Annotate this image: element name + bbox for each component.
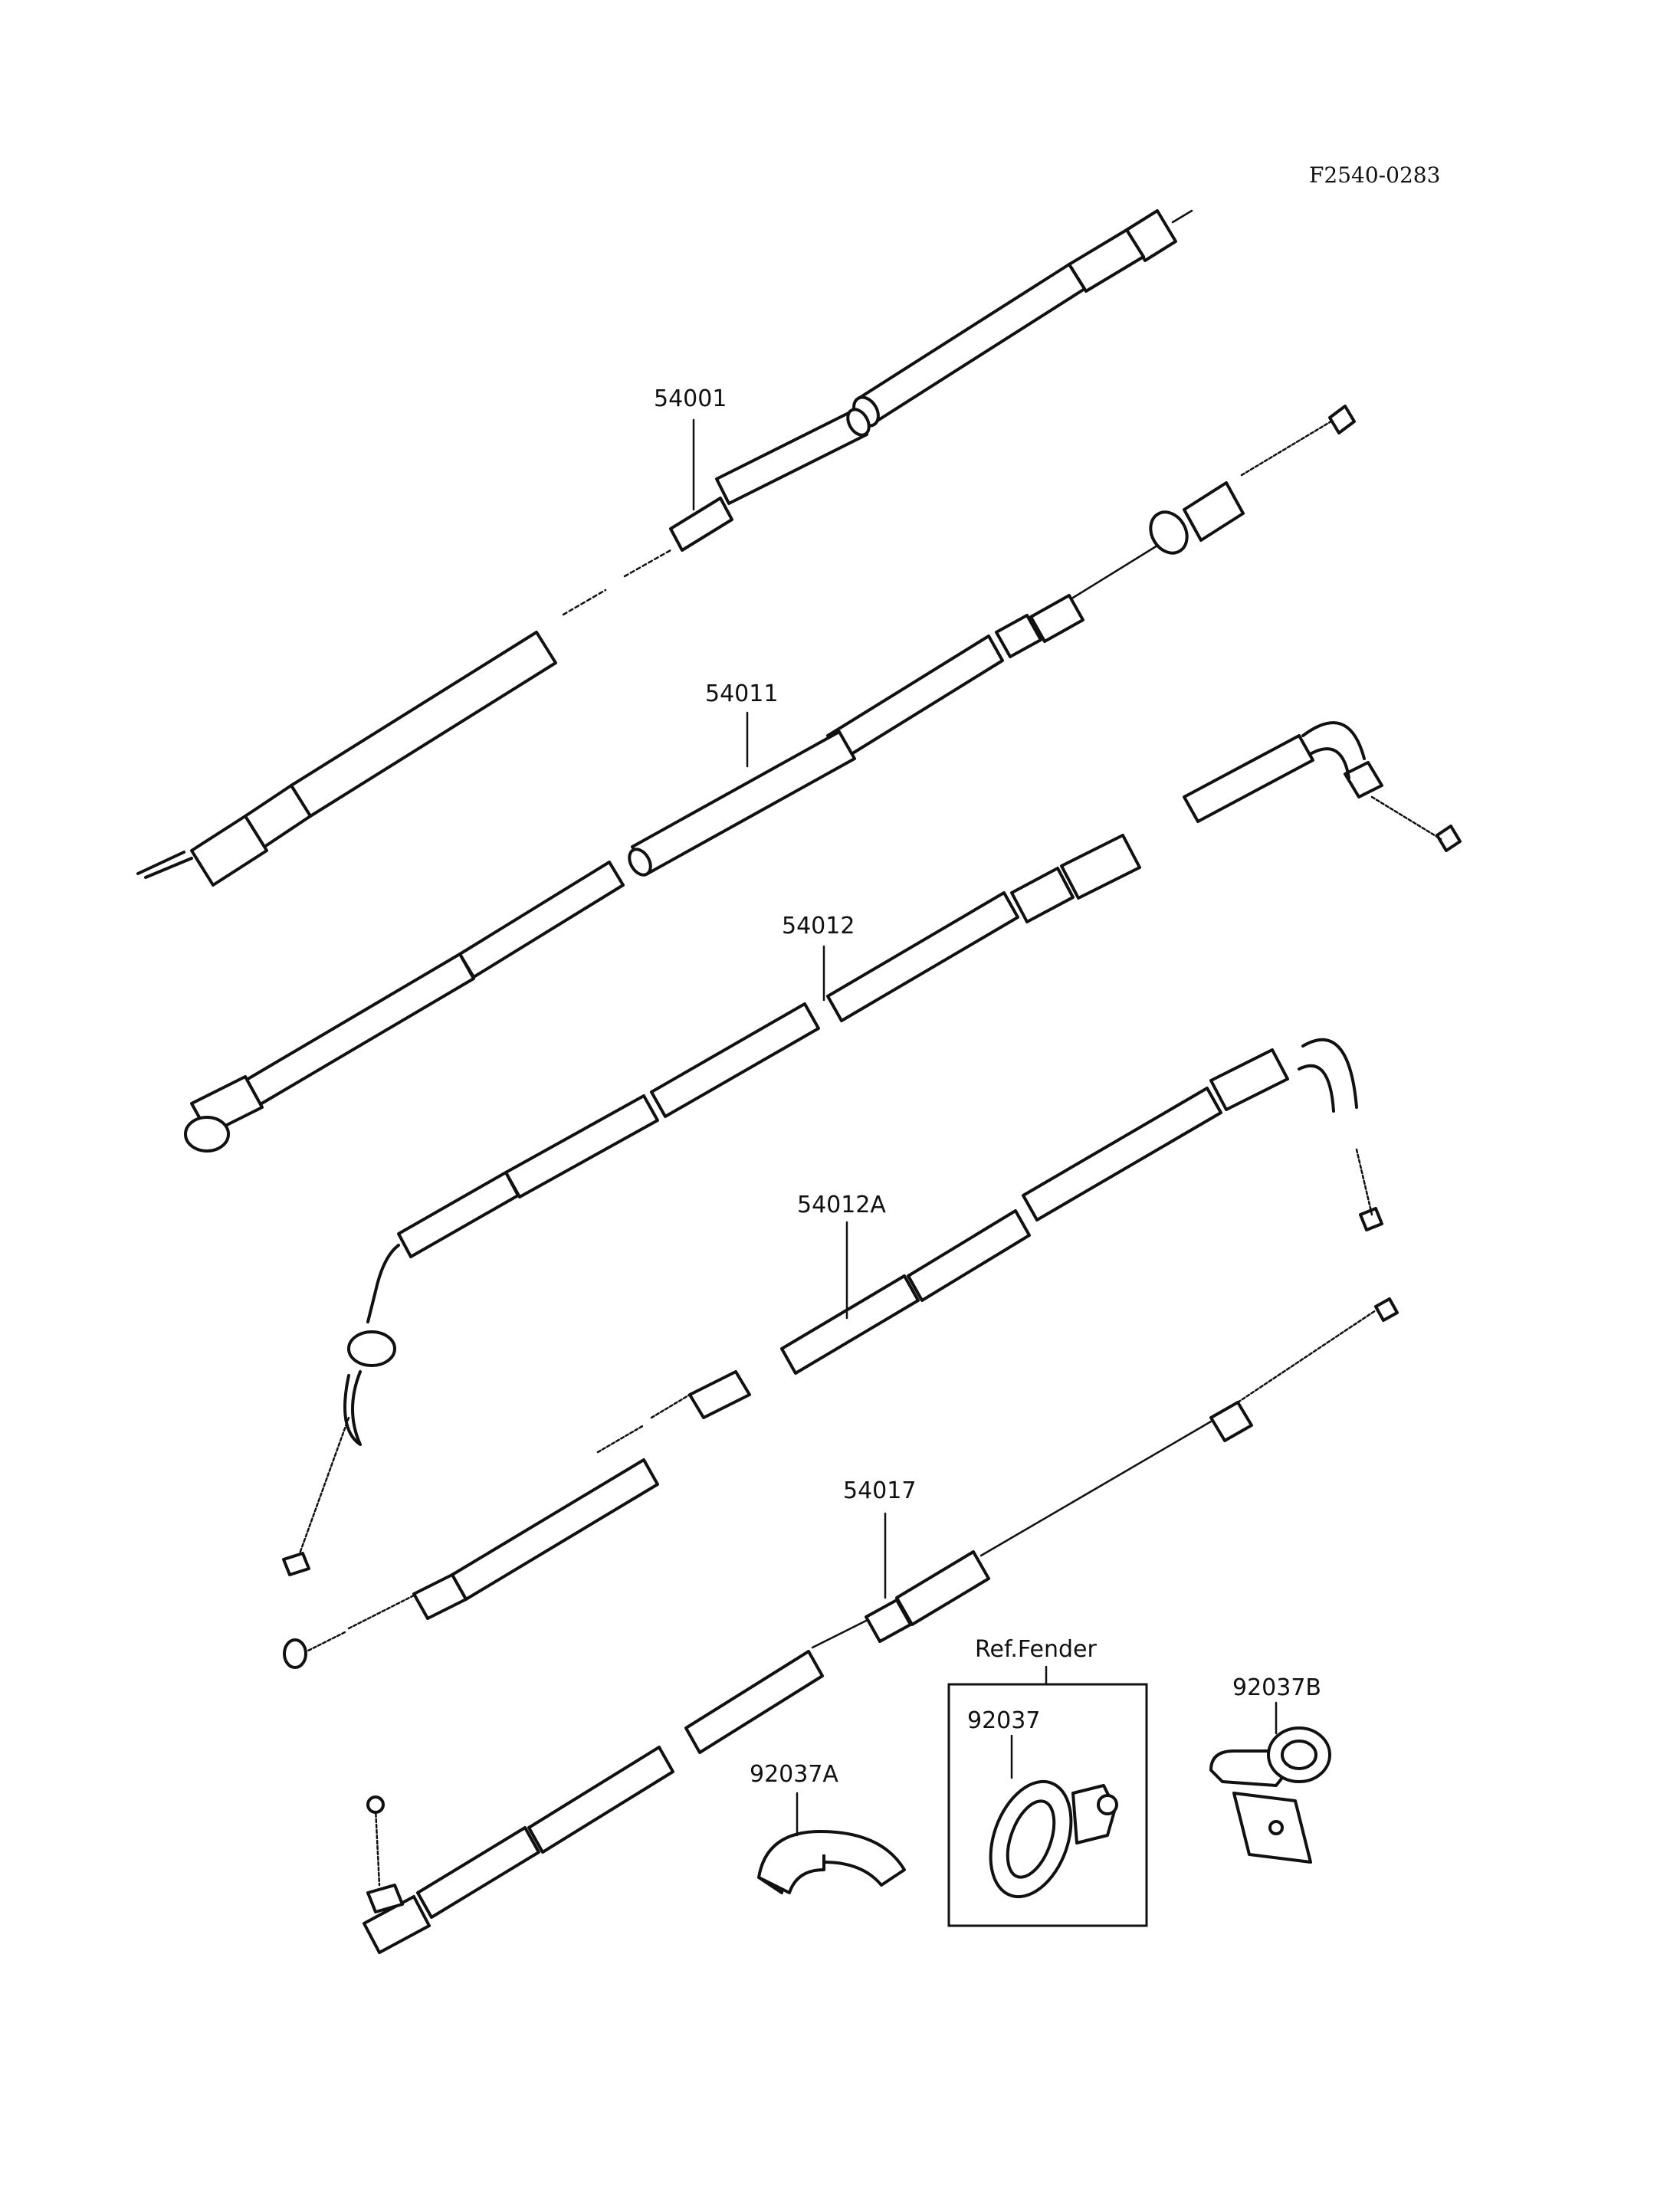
label-54017: 54017 [843, 1477, 916, 1504]
grommet-92037 [989, 1779, 1118, 1899]
label-92037A: 92037A [750, 1761, 838, 1788]
label-54012A: 54012A [797, 1192, 886, 1218]
cable-54012 [282, 721, 1462, 1576]
reference-code: F2540-0283 [1309, 162, 1440, 188]
label-92037: 92037 [967, 1707, 1040, 1734]
label-92037B: 92037B [1232, 1674, 1321, 1701]
cable-54001 [136, 209, 1193, 887]
fender-reference-box [947, 1665, 1148, 1927]
cable-54011 [184, 405, 1356, 1153]
fender-box-title: Ref.Fender [975, 1636, 1097, 1663]
cable-54017 [363, 1297, 1399, 1954]
label-54011: 54011 [705, 680, 778, 707]
cable-54012A [283, 1038, 1383, 1669]
clamp-92037A [757, 1830, 906, 1894]
bracket-92037B [1209, 1726, 1331, 1864]
label-54001: 54001 [654, 385, 727, 412]
label-54012: 54012 [782, 913, 855, 939]
